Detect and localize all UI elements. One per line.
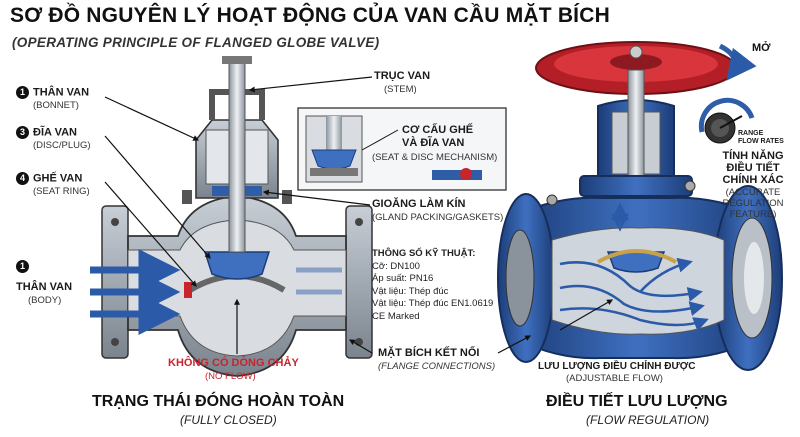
label-gland-en: (GLAND PACKING/GASKETS) [372,212,503,223]
label-stem-en: (STEM) [384,84,417,95]
label-body-en: (BODY) [28,295,61,306]
label-seat-disc-1: CƠ CẤU GHẾ [402,124,473,137]
label-adjustable-flow: LƯU LƯỢNG ĐIỀU CHỈNH ĐƯỢC [538,360,696,373]
feature-vi-2: ĐIỀU TIẾT [713,162,793,174]
feature-vi-1: TÍNH NĂNG [713,150,793,162]
label-flange: MẶT BÍCH KẾT NỐI [378,347,479,360]
label-disc-en: (DISC/PLUG) [33,140,91,151]
feature-en-3: FEATURE) [713,209,793,220]
feature-en-1: (ACCURATE [713,187,793,198]
spec-line: Vật liệu: Thép đúc [372,286,493,299]
label-seat-disc-2: VÀ ĐĨA VAN [402,137,464,150]
spec-line: CE Marked [372,311,493,324]
label-no-flow: KHÔNG CÓ DÒNG CHẢY [168,357,299,370]
caption-left: TRẠNG THÁI ĐÓNG HOÀN TOÀN [92,393,344,411]
spec-heading: THÔNG SỐ KỸ THUẬT: [372,248,493,261]
caption-right-en: (FLOW REGULATION) [586,413,709,427]
left-valve-cutaway [90,56,372,376]
spec-line: Cỡ: DN100 [372,261,493,274]
range-text: RANGE [738,130,784,138]
label-body-num: 1 [16,260,33,273]
spec-line: Áp suất: PN16 [372,273,493,286]
caption-left-en: (FULLY CLOSED) [180,413,277,427]
feature-block: TÍNH NĂNG ĐIỀU TIẾT CHÍNH XÁC (ACCURATE … [713,150,793,220]
spec-block: THÔNG SỐ KỸ THUẬT: Cỡ: DN100 Áp suất: PN… [372,248,493,323]
label-flange-en: (FLANGE CONNECTIONS) [378,361,495,372]
label-seat-disc-en: (SEAT & DISC MECHANISM) [372,152,497,163]
range-dial-caption: RANGE FLOW RATES [738,130,784,146]
label-stem: TRỤC VAN [374,70,430,83]
label-no-flow-en: (NO FLOW) [205,371,256,382]
label-body: THÂN VAN [16,281,72,294]
flow-rates-text: FLOW RATES [738,138,784,146]
label-open: MỞ [752,42,771,55]
feature-en-2: REGULATION [713,198,793,209]
spec-line: Vật liệu: Thép đúc EN1.0619 [372,298,493,311]
label-adjustable-flow-en: (ADJUSTABLE FLOW) [566,373,663,384]
caption-right: ĐIỀU TIẾT LƯU LƯỢNG [546,393,728,411]
label-seat-en: (SEAT RING) [33,186,90,197]
label-bonnet-en: (BONNET) [33,100,79,111]
label-gland: GIOĂNG LÀM KÍN [372,198,466,211]
feature-vi-3: CHÍNH XÁC [713,174,793,186]
